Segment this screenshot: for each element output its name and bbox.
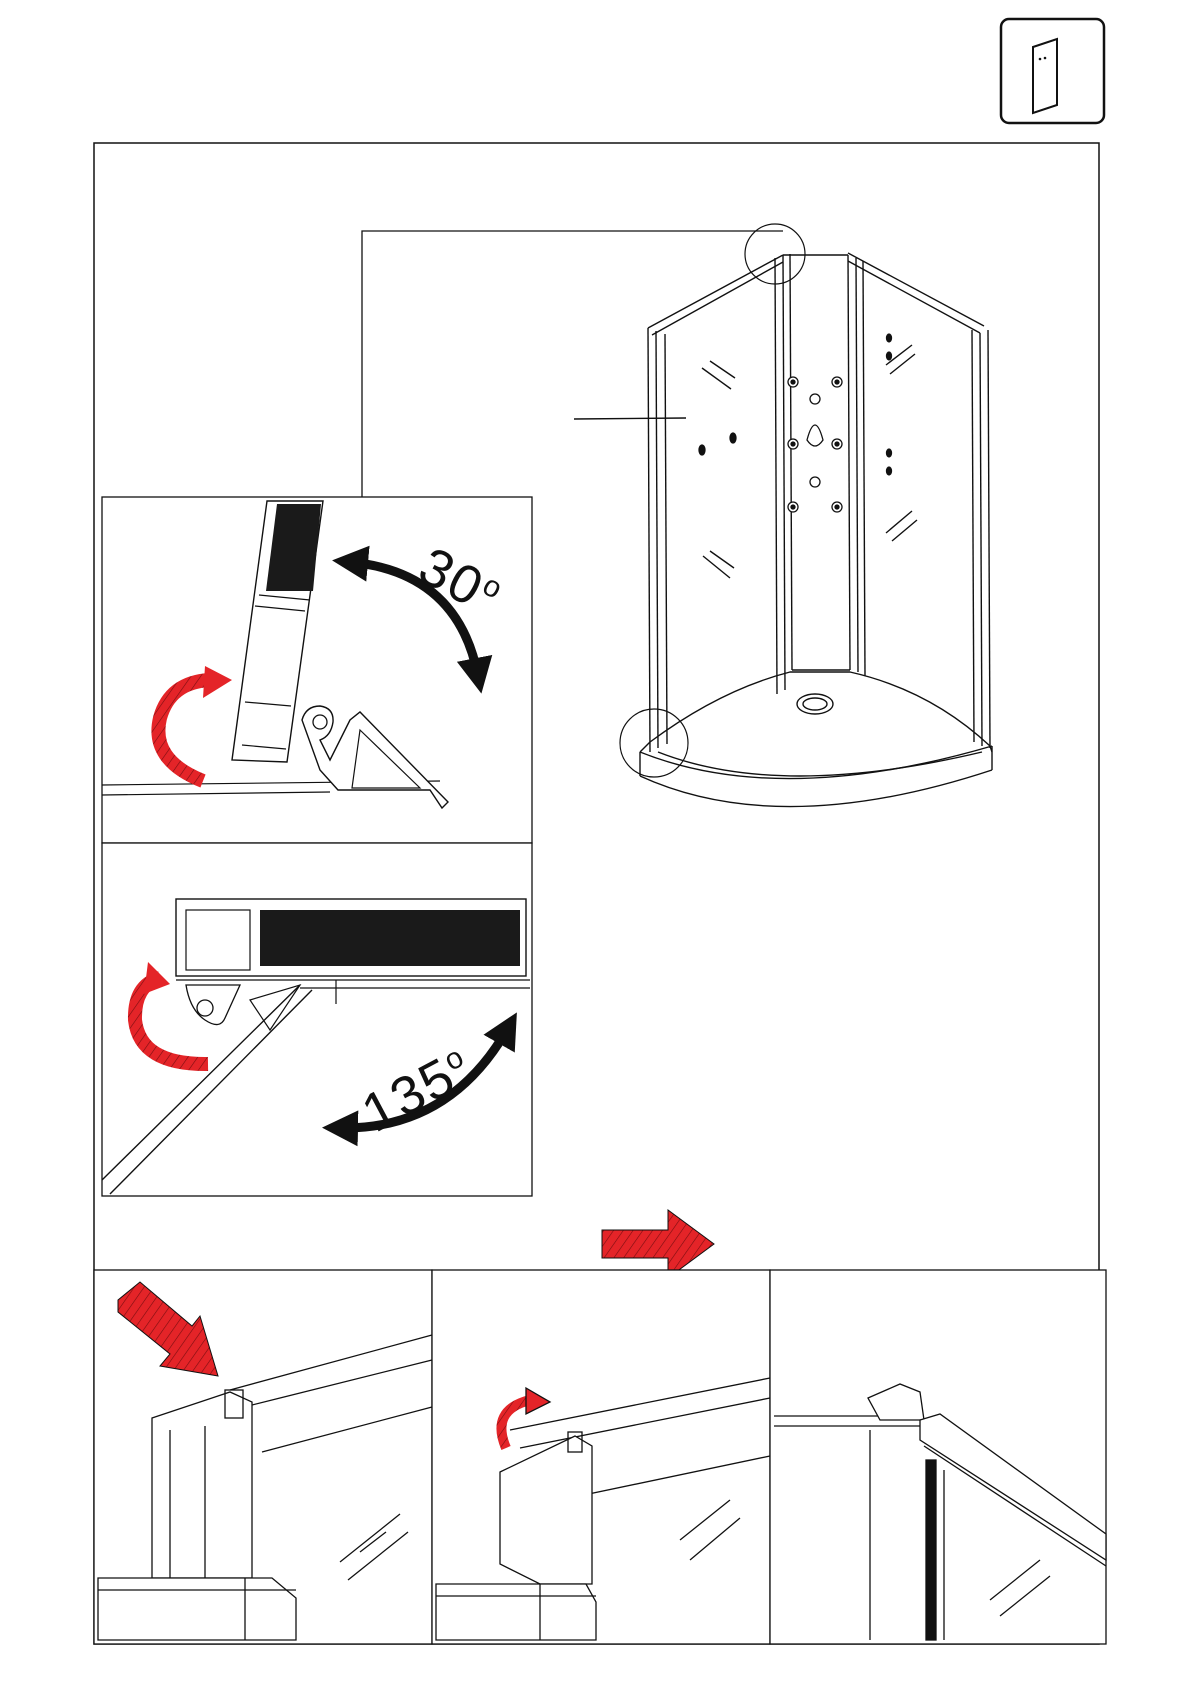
shower-cabin-drawing xyxy=(574,253,992,807)
shower-fixtures xyxy=(699,334,892,512)
next-step-arrow xyxy=(602,1210,714,1278)
detail-box-30 xyxy=(102,497,532,843)
detail-box-135 xyxy=(102,843,532,1196)
